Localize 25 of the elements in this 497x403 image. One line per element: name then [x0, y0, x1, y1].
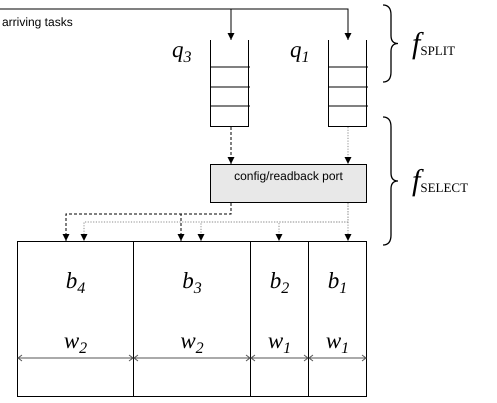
block-label: b$_{1}$: [328, 268, 348, 298]
arrow: [0, 8, 352, 40]
buffer-block: [250, 241, 309, 397]
arrow: [344, 202, 352, 242]
block-label: b$_{4}$: [66, 268, 86, 298]
block-label: b$_{2}$: [270, 268, 290, 298]
arrow: [344, 126, 352, 164]
queue-label: q$_{1}$: [290, 37, 310, 67]
block-label: b$_{3}$: [182, 268, 202, 298]
function-label: f$_{SELECT}$: [412, 164, 468, 198]
caption-text: arriving tasks: [0, 9, 73, 29]
width-label: w$_{2}$: [64, 328, 88, 358]
buffer-block: [133, 241, 251, 397]
queue-drawing: [328, 40, 367, 127]
width-label: w$_{2}$: [180, 328, 204, 358]
port-box: config/readback port: [210, 164, 367, 203]
width-label: w$_{1}$: [326, 328, 350, 358]
function-label: f$_{SPLIT}$: [412, 27, 456, 61]
width-label: w$_{1}$: [268, 328, 292, 358]
buffer-block: [308, 241, 367, 397]
queue-label: q$_{3}$: [172, 37, 192, 67]
arrow: [178, 202, 232, 242]
queue-drawing: [210, 40, 249, 127]
buffer-block: [17, 241, 134, 397]
arrow: [228, 126, 234, 164]
